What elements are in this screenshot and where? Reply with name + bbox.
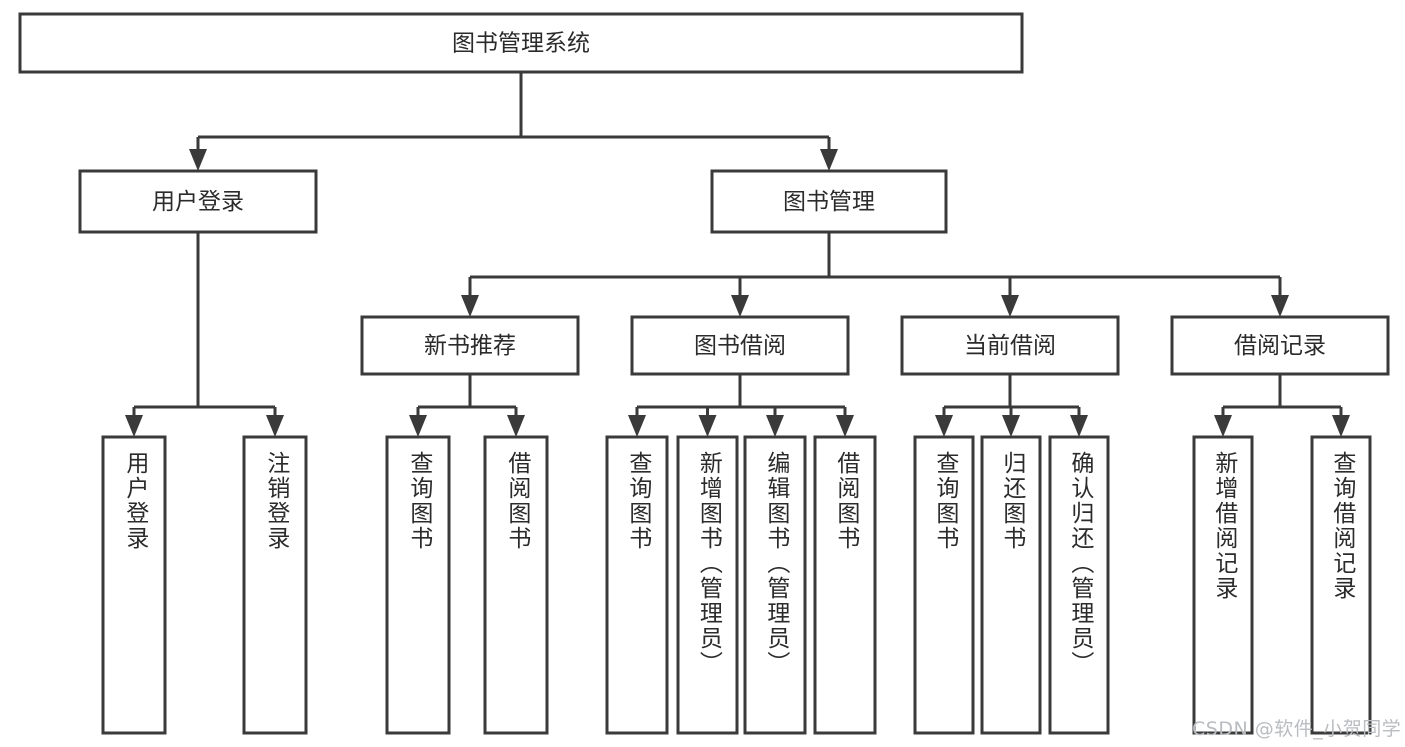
node-leaf-add-record[interactable] xyxy=(1192,435,1254,735)
node-user-login-label: 用户登录 xyxy=(152,189,244,215)
arrowhead-icon-new-book-recommend xyxy=(461,295,479,317)
node-leaf-query-record-rect[interactable] xyxy=(1310,435,1372,735)
csdn-watermark: CSDN @软件_小贺同学 xyxy=(1192,718,1402,740)
arrowhead-icon-leaf-borrow-book xyxy=(836,415,854,437)
arrowhead-icon-leaf-logout xyxy=(266,415,284,437)
node-leaf-borrow-book-rec[interactable] xyxy=(483,435,549,735)
node-root[interactable]: 图书管理系统 xyxy=(18,12,1024,74)
node-current-borrow-rect[interactable] xyxy=(900,315,1120,376)
arrowhead-icon-borrow-record xyxy=(1271,295,1289,317)
node-leaf-user-login[interactable] xyxy=(101,435,167,735)
node-borrow-record[interactable]: 借阅记录 xyxy=(1170,315,1390,376)
arrowhead-icon-leaf-query-book-rec xyxy=(409,415,427,437)
node-leaf-query-record[interactable] xyxy=(1310,435,1372,735)
node-book-borrow-rect[interactable] xyxy=(630,315,850,376)
node-leaf-return-book-rect[interactable] xyxy=(980,435,1042,735)
node-leaf-edit-book-rect[interactable] xyxy=(743,435,807,735)
node-new-book-recommend[interactable]: 新书推荐 xyxy=(360,315,580,376)
arrowhead-icon-leaf-edit-book xyxy=(766,415,784,437)
arrowhead-icon-leaf-query-book-bor xyxy=(628,415,646,437)
edges-layer xyxy=(125,72,1350,437)
node-leaf-user-login-rect[interactable] xyxy=(101,435,167,735)
node-leaf-logout-rect[interactable] xyxy=(242,435,308,735)
node-leaf-query-book-rec-rect[interactable] xyxy=(385,435,451,735)
node-leaf-add-record-rect[interactable] xyxy=(1192,435,1254,735)
node-new-book-recommend-rect[interactable] xyxy=(360,315,580,376)
node-user-login-rect[interactable] xyxy=(78,169,318,234)
arrowhead-icon-leaf-borrow-book-rec xyxy=(507,415,525,437)
node-book-manage[interactable]: 图书管理 xyxy=(710,169,948,234)
node-current-borrow[interactable]: 当前借阅 xyxy=(900,315,1120,376)
node-leaf-query-book-bor-rect[interactable] xyxy=(605,435,669,735)
arrowhead-icon-user-login xyxy=(189,149,207,171)
arrowhead-icon-current-borrow xyxy=(1001,295,1019,317)
arrowhead-icon-book-borrow xyxy=(731,295,749,317)
node-root-label: 图书管理系统 xyxy=(452,31,590,57)
arrowhead-icon-leaf-user-login xyxy=(125,415,143,437)
node-leaf-logout[interactable] xyxy=(242,435,308,735)
node-leaf-borrow-book[interactable] xyxy=(813,435,877,735)
node-borrow-record-rect[interactable] xyxy=(1170,315,1390,376)
node-new-book-recommend-label: 新书推荐 xyxy=(424,333,516,359)
node-book-manage-rect[interactable] xyxy=(710,169,948,234)
arrowhead-icon-leaf-query-record xyxy=(1332,415,1350,437)
arrowhead-icon-book-manage xyxy=(820,149,838,171)
node-leaf-add-book[interactable] xyxy=(676,435,739,735)
node-leaf-confirm-return-rect[interactable] xyxy=(1048,435,1110,735)
node-leaf-query-book-cur[interactable] xyxy=(913,435,975,735)
node-leaf-confirm-return[interactable] xyxy=(1048,435,1110,735)
node-leaf-query-book-bor[interactable] xyxy=(605,435,669,735)
node-current-borrow-label: 当前借阅 xyxy=(964,333,1056,359)
node-leaf-borrow-book-rect[interactable] xyxy=(813,435,877,735)
node-leaf-query-book-rec[interactable] xyxy=(385,435,451,735)
arrowhead-icon-leaf-query-book-cur xyxy=(935,415,953,437)
arrowhead-icon-leaf-add-record xyxy=(1214,415,1232,437)
arrowhead-icon-leaf-return-book xyxy=(1002,415,1020,437)
node-user-login[interactable]: 用户登录 xyxy=(78,169,318,234)
arrowhead-icon-leaf-confirm-return xyxy=(1070,415,1088,437)
node-root-rect[interactable] xyxy=(18,12,1024,74)
node-leaf-query-book-cur-rect[interactable] xyxy=(913,435,975,735)
node-leaf-borrow-book-rec-rect[interactable] xyxy=(483,435,549,735)
node-book-borrow[interactable]: 图书借阅 xyxy=(630,315,850,376)
node-borrow-record-label: 借阅记录 xyxy=(1234,333,1326,359)
node-book-borrow-label: 图书借阅 xyxy=(694,333,786,359)
node-leaf-edit-book[interactable] xyxy=(743,435,807,735)
node-leaf-add-book-rect[interactable] xyxy=(676,435,739,735)
node-leaf-return-book[interactable] xyxy=(980,435,1042,735)
arrowhead-icon-leaf-add-book xyxy=(698,415,717,437)
node-book-manage-label: 图书管理 xyxy=(783,189,875,215)
